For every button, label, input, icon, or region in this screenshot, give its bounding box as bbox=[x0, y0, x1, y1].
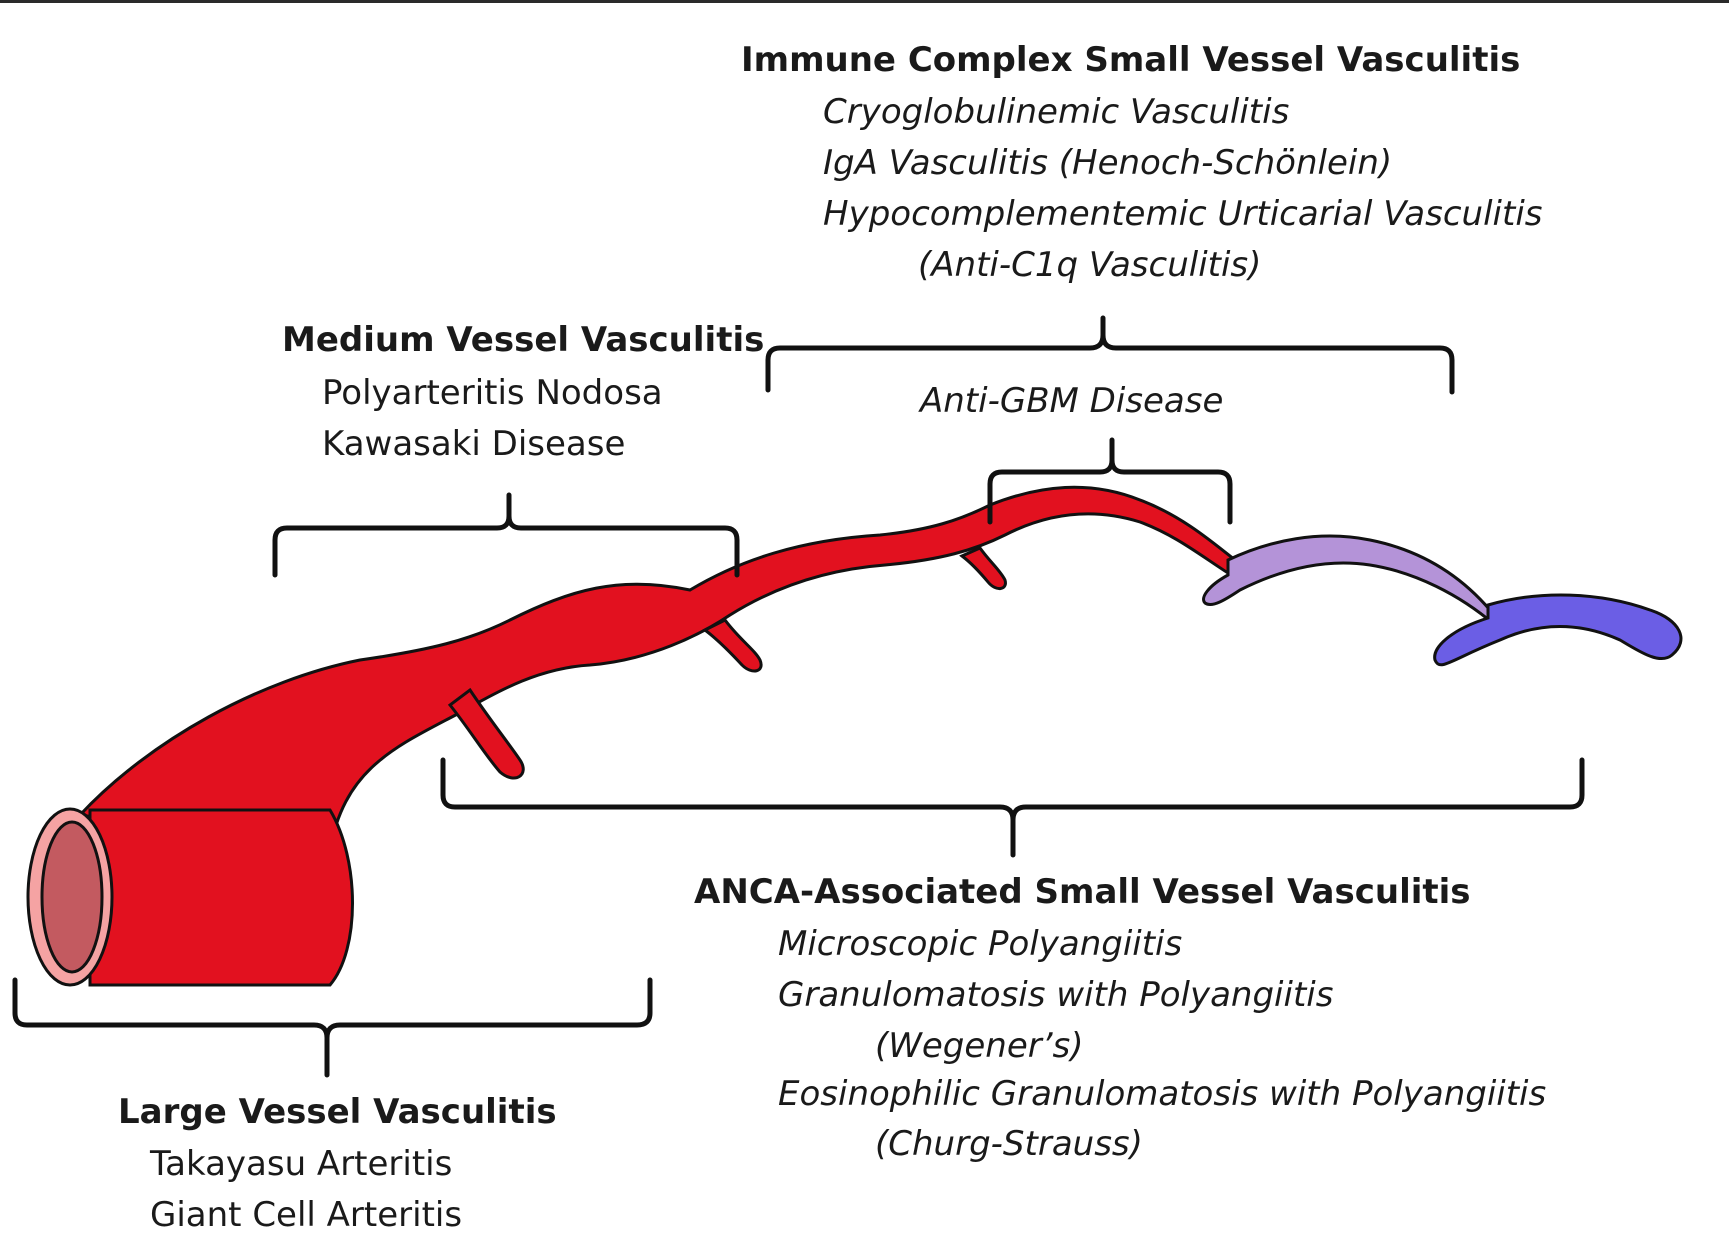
immune-complex-item: (Anti-C1q Vasculitis) bbox=[918, 245, 1261, 285]
large-vessel-cylinder bbox=[90, 810, 353, 985]
anca-item: (Wegener’s) bbox=[875, 1026, 1084, 1066]
medium-vessel-heading: Medium Vessel Vasculitis bbox=[282, 320, 764, 360]
anca-item: Granulomatosis with Polyangiitis bbox=[778, 975, 1333, 1015]
large-vessel-heading: Large Vessel Vasculitis bbox=[118, 1092, 557, 1132]
anca-item: Microscopic Polyangiitis bbox=[778, 924, 1182, 964]
bracket-medium-vessel bbox=[275, 495, 737, 575]
immune-complex-item: Hypocomplementemic Urticarial Vasculitis bbox=[823, 194, 1542, 234]
large-vessel-item: Takayasu Arteritis bbox=[150, 1144, 452, 1184]
bracket-large-vessel bbox=[15, 980, 650, 1075]
immune-complex-item: IgA Vasculitis (Henoch-Schönlein) bbox=[823, 143, 1392, 183]
anca-heading: ANCA-Associated Small Vessel Vasculitis bbox=[694, 872, 1471, 912]
anca-item: (Churg-Strauss) bbox=[875, 1124, 1143, 1164]
bracket-anca bbox=[443, 760, 1582, 855]
immune-complex-heading: Immune Complex Small Vessel Vasculitis bbox=[741, 40, 1520, 80]
artery-trunk bbox=[80, 487, 1235, 850]
capillary-segment bbox=[1204, 536, 1495, 625]
medium-vessel-item: Polyarteritis Nodosa bbox=[322, 373, 663, 413]
anca-item: Eosinophilic Granulomatosis with Polyang… bbox=[778, 1074, 1546, 1114]
vessel-lumen bbox=[42, 822, 102, 972]
branch-small-1 bbox=[705, 620, 761, 671]
immune-complex-item: Cryoglobulinemic Vasculitis bbox=[823, 92, 1289, 132]
anti-gbm-label: Anti-GBM Disease bbox=[920, 381, 1223, 421]
branch-medium bbox=[450, 690, 523, 778]
medium-vessel-item: Kawasaki Disease bbox=[322, 424, 625, 464]
large-vessel-item: Giant Cell Arteritis bbox=[150, 1195, 462, 1235]
branch-small-2 bbox=[962, 548, 1005, 589]
